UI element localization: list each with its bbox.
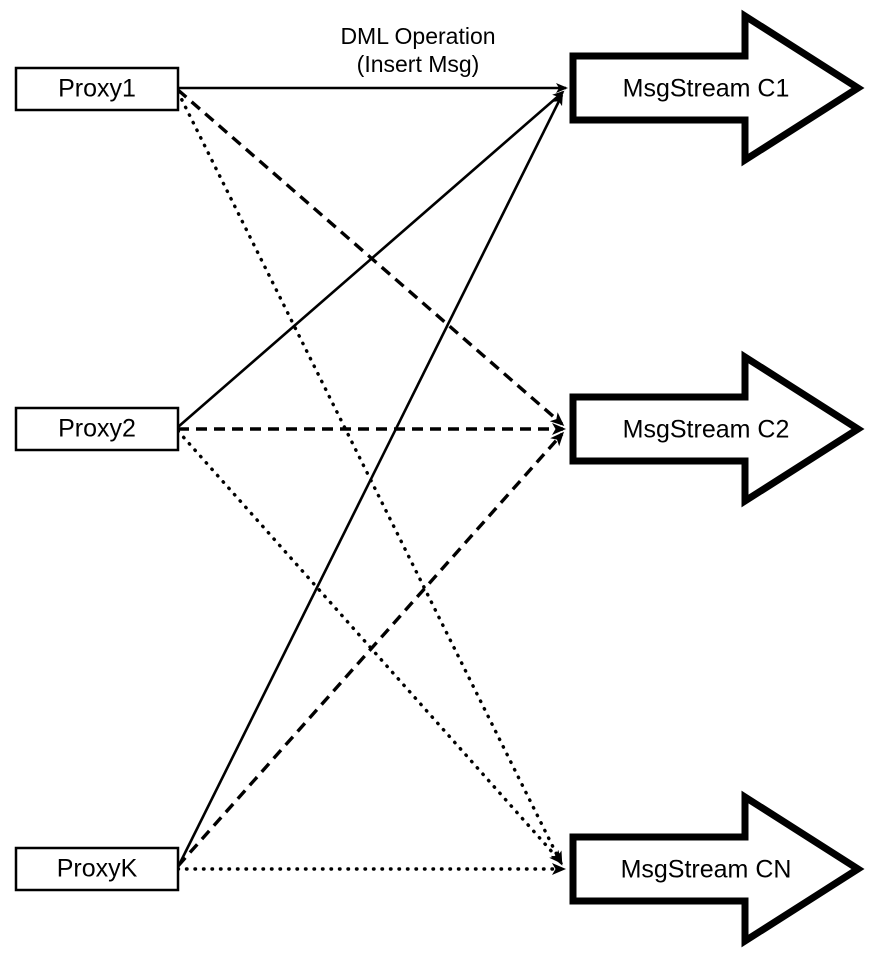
connection-proxy1-to-msgstream-c2[interactable] (176, 88, 565, 426)
edge-label-dml-operation: DML Operation (Insert Msg) (340, 23, 495, 77)
proxy1-box[interactable] (14, 66, 180, 112)
proxy-node-proxyk[interactable]: ProxyK (14, 846, 180, 892)
connection-proxy1-to-msgstream-cn[interactable] (176, 90, 563, 866)
proxy-node-proxy1[interactable]: Proxy1 (14, 66, 180, 112)
msgstream-cn-label: MsgStream CN (621, 856, 792, 884)
proxy1-label: Proxy1 (58, 75, 136, 103)
edge-label-line2: (Insert Msg) (357, 51, 480, 77)
msgstream-node-cn[interactable]: MsgStream CN (569, 790, 865, 948)
connections-group (176, 83, 568, 875)
connection-proxy2-to-msgstream-cn[interactable] (176, 429, 563, 865)
msgstream-cn-arrow-shape[interactable] (569, 790, 865, 948)
connection-proxy2-to-msgstream-c1[interactable] (177, 90, 565, 428)
msgstream-c1-arrow-shape[interactable] (569, 9, 865, 167)
msgstream-c2-label: MsgStream C2 (623, 416, 790, 444)
edge-label-line1: DML Operation (340, 23, 495, 49)
msgstream-node-c2[interactable]: MsgStream C2 (569, 350, 865, 508)
proxy-nodes-group: Proxy1 Proxy2 ProxyK (14, 66, 180, 892)
msgstream-node-c1[interactable]: MsgStream C1 (569, 9, 865, 167)
proxyk-label: ProxyK (57, 855, 138, 883)
msgstream-nodes-group: MsgStream C1 MsgStream C2 MsgStream CN (569, 9, 865, 948)
connection-proxyk-to-msgstream-c1[interactable] (176, 93, 564, 868)
proxyk-box[interactable] (14, 846, 180, 892)
proxy2-box[interactable] (14, 406, 180, 452)
connection-proxyk-to-msgstream-c2[interactable] (176, 431, 564, 868)
msgstream-c1-label: MsgStream C1 (623, 75, 790, 103)
proxy2-label: Proxy2 (58, 415, 136, 443)
proxy-node-proxy2[interactable]: Proxy2 (14, 406, 180, 452)
msgstream-c2-arrow-shape[interactable] (569, 350, 865, 508)
